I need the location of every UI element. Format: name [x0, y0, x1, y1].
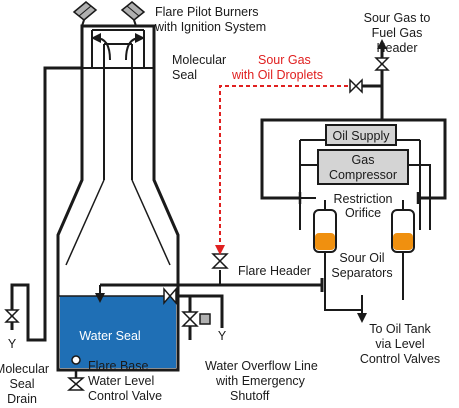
overflow-label-3: Shutoff — [230, 389, 270, 403]
molecular-seal — [82, 29, 154, 180]
sour-gas-valve[interactable] — [349, 78, 363, 94]
oil-supply-label: Oil Supply — [333, 129, 391, 143]
drain-label-3: Drain — [7, 392, 37, 406]
fuel-gas-label-3: Header — [377, 41, 418, 55]
drain-y-label: Y — [8, 337, 17, 351]
sour-gas-line — [215, 85, 355, 255]
flare-stack — [56, 24, 180, 372]
gas-compressor-box — [317, 149, 409, 185]
molecular-seal-label-1: Molecular — [172, 53, 226, 67]
restriction-orifice-label-1: Restriction — [333, 192, 392, 206]
sour-oil-separator-left — [313, 200, 337, 253]
flare-pilot-label-2: with Ignition System — [154, 20, 266, 34]
oil-supply-box — [325, 124, 397, 146]
flare-pilot-label-1: Flare Pilot Burners — [155, 5, 259, 19]
flare-header-label: Flare Header — [238, 264, 311, 278]
flare-pilot-burner-left-icon — [72, 1, 98, 27]
separators-label-1: Sour Oil — [339, 251, 384, 265]
overflow-y-label: Y — [218, 329, 227, 343]
oil-tank-label-3: Control Valves — [360, 352, 440, 366]
drain-valve[interactable] — [4, 309, 20, 323]
flare-pilot-burner-right-icon — [120, 1, 146, 27]
sour-oil-separator-right — [391, 200, 415, 253]
water-seal-label: Water Seal — [79, 329, 140, 343]
oil-tank-label-2: via Level — [375, 337, 424, 351]
fuel-gas-valve[interactable] — [374, 57, 390, 71]
flare-header-valve[interactable] — [211, 253, 229, 269]
base-water-level-valve[interactable] — [66, 355, 86, 391]
overflow-label-2: with Emergency — [215, 374, 306, 388]
restriction-orifice-label-2: Orifice — [345, 206, 381, 220]
overflow-valve-top[interactable] — [163, 286, 177, 306]
water-seal-fill — [60, 296, 176, 368]
fuel-gas-label-1: Sour Gas to — [364, 11, 431, 25]
sour-gas-label-2: with Oil Droplets — [231, 68, 323, 82]
oil-tank-label-1: To Oil Tank — [369, 322, 431, 336]
overflow-label-1: Water Overflow Line — [205, 359, 318, 373]
molecular-seal-label-2: Seal — [172, 68, 197, 82]
gas-compressor-label-2: Compressor — [329, 168, 397, 182]
drain-label-1: Molecular — [0, 362, 49, 376]
fuel-gas-label-2: Fuel Gas — [372, 26, 423, 40]
molecular-seal-drain-pipe — [10, 66, 82, 342]
separators-label-2: Separators — [331, 266, 392, 280]
gas-compressor-label-1: Gas — [352, 153, 375, 167]
base-valve-label-2: Water Level — [88, 374, 154, 388]
base-valve-label-3: Control Valve — [88, 389, 162, 403]
sour-gas-label-1: Sour Gas — [258, 53, 311, 67]
base-valve-label-1: Flare Base — [88, 359, 148, 373]
emergency-shutoff-valve[interactable] — [181, 311, 211, 327]
drain-label-2: Seal — [9, 377, 34, 391]
